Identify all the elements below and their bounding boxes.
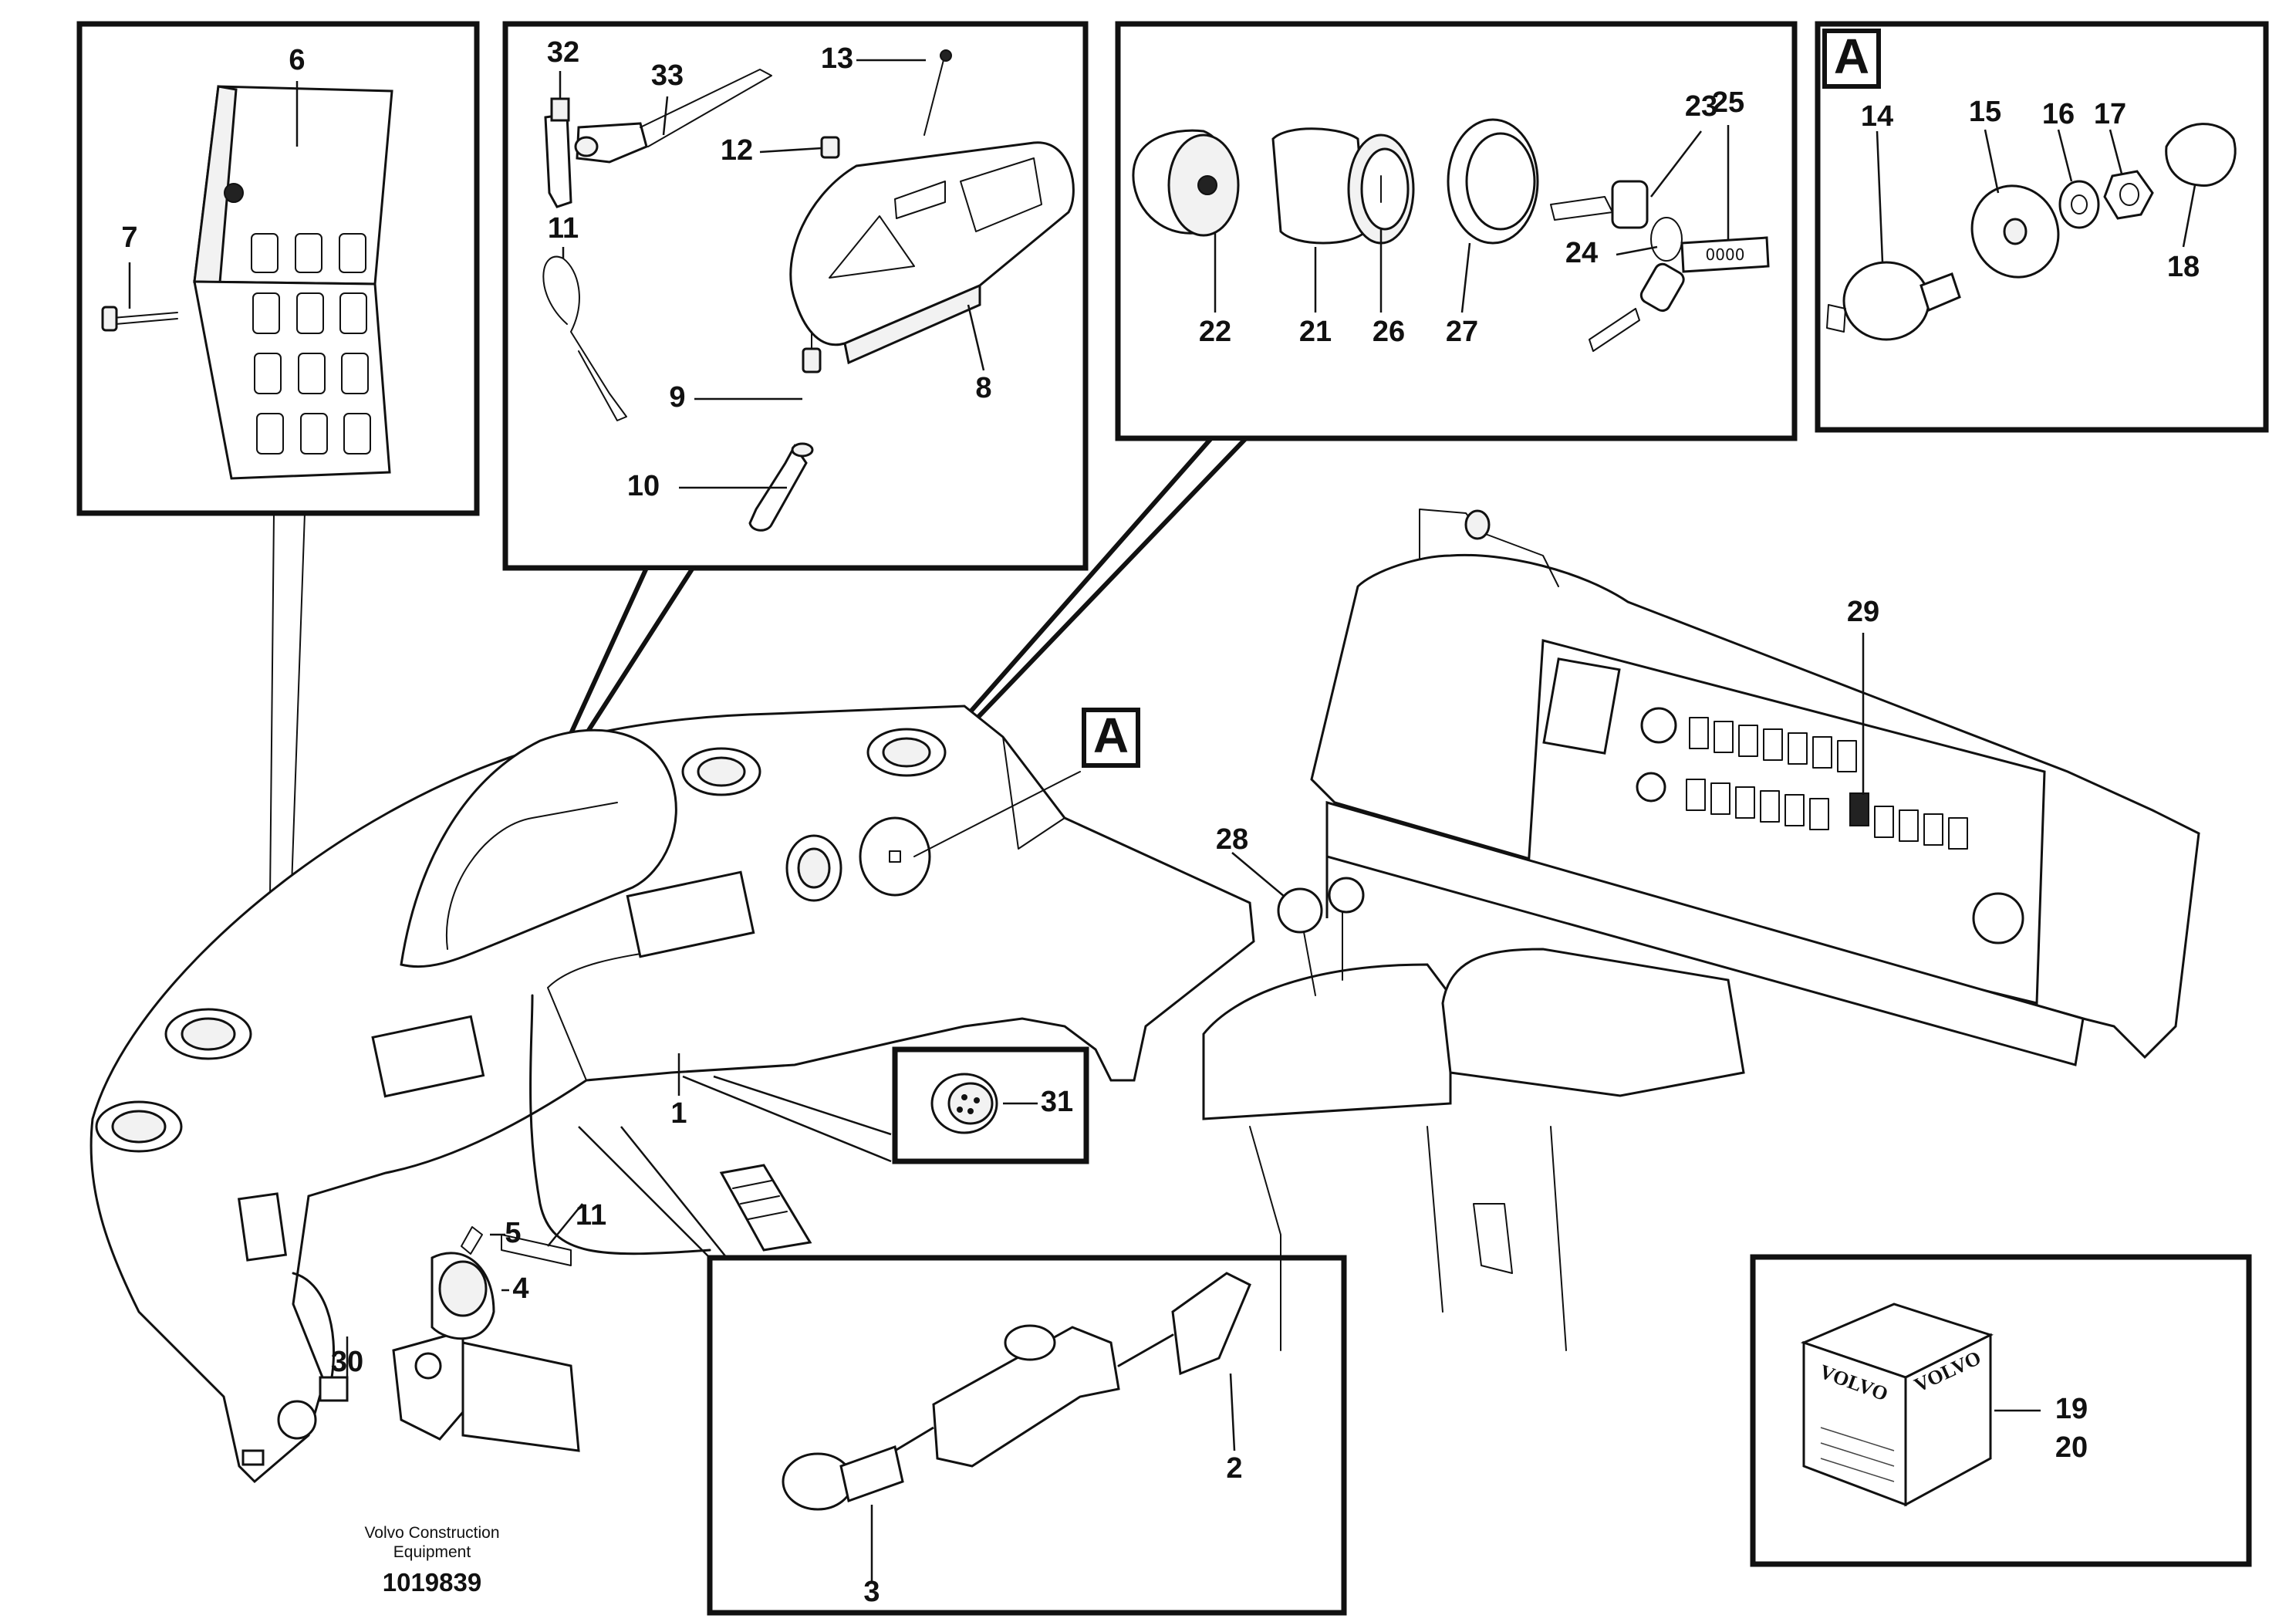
switch-bank-29	[1686, 717, 1968, 850]
detail-tag-A: A	[1834, 29, 1869, 84]
label-5: 5	[505, 1217, 521, 1249]
label-32: 32	[547, 36, 579, 69]
detail-box-A-rotary-switch: A 14 15 16 17 18	[1815, 21, 2269, 433]
label-28: 28	[1216, 823, 1248, 856]
drawing-caption: Volvo Construction Equipment 1019839	[364, 1524, 499, 1597]
label-18: 18	[2167, 251, 2200, 283]
label-9: 9	[669, 381, 685, 414]
label-14: 14	[1861, 100, 1893, 133]
label-16: 16	[2042, 98, 2075, 130]
dashboard-tag-A: A	[913, 708, 1140, 857]
label-2: 2	[1226, 1452, 1242, 1485]
stalk-switch-body	[932, 1326, 1120, 1468]
label-10: 10	[627, 470, 660, 502]
label-31: 31	[1041, 1086, 1073, 1118]
label-17: 17	[2094, 98, 2126, 130]
detail-box-connector-31: 31	[892, 1046, 1089, 1164]
detail-box-stalk-switch: 2 3	[707, 1255, 1347, 1616]
label-19: 19	[2055, 1393, 2088, 1425]
label-12: 12	[721, 134, 753, 167]
label-22: 22	[1199, 316, 1231, 348]
caption-line-2: Equipment	[393, 1543, 471, 1561]
label-1: 1	[670, 1097, 687, 1130]
label-33: 33	[651, 59, 684, 92]
label-20: 20	[2055, 1431, 2088, 1464]
label-29: 29	[1847, 596, 1879, 628]
label-6: 6	[289, 44, 305, 76]
caption-line-1: Volvo Construction	[364, 1524, 499, 1542]
detail-box-parts-kit: VOLVO VOLVO 19 20	[1750, 1254, 2252, 1567]
dashboard-A-letter: A	[1093, 708, 1129, 763]
label-24: 24	[1565, 237, 1598, 269]
connector-bracket-4: 5 4	[392, 1217, 580, 1452]
switch-panel-buttons	[251, 233, 371, 454]
label-7: 7	[121, 221, 137, 254]
label-26: 26	[1373, 316, 1405, 348]
detail-box-switch-panel: 6 7	[76, 21, 480, 516]
label-8: 8	[975, 372, 991, 404]
screw-7	[101, 306, 178, 332]
label-27: 27	[1446, 316, 1478, 348]
label-25: 25	[1712, 86, 1744, 119]
label-4: 4	[512, 1272, 528, 1305]
label-15: 15	[1969, 96, 2001, 128]
label-23: 23	[1685, 90, 1717, 123]
pedal	[719, 1164, 812, 1252]
label-11-top: 11	[548, 212, 579, 245]
detail-box-ignition-switch: 0000 23 25 24 22 21 26 27	[1115, 21, 1798, 441]
label-21: 21	[1299, 316, 1332, 348]
label-11-main: 11	[576, 1199, 606, 1232]
drawing-number: 1019839	[383, 1568, 481, 1597]
label-3: 3	[863, 1576, 880, 1608]
cab-side-panel-view: 28 29	[1202, 509, 2200, 1351]
label-30: 30	[331, 1346, 363, 1378]
label-13: 13	[821, 42, 853, 75]
key-tag-number: 0000	[1706, 245, 1745, 264]
panel-stud	[224, 183, 244, 203]
instrument-cluster	[789, 141, 1075, 346]
dashboard-assembly: 1 11 30	[89, 705, 1255, 1484]
key-tag	[1680, 236, 1770, 273]
detail-box-instrument-cluster: 13 12 9 10 8 32 33 11	[502, 21, 1089, 571]
